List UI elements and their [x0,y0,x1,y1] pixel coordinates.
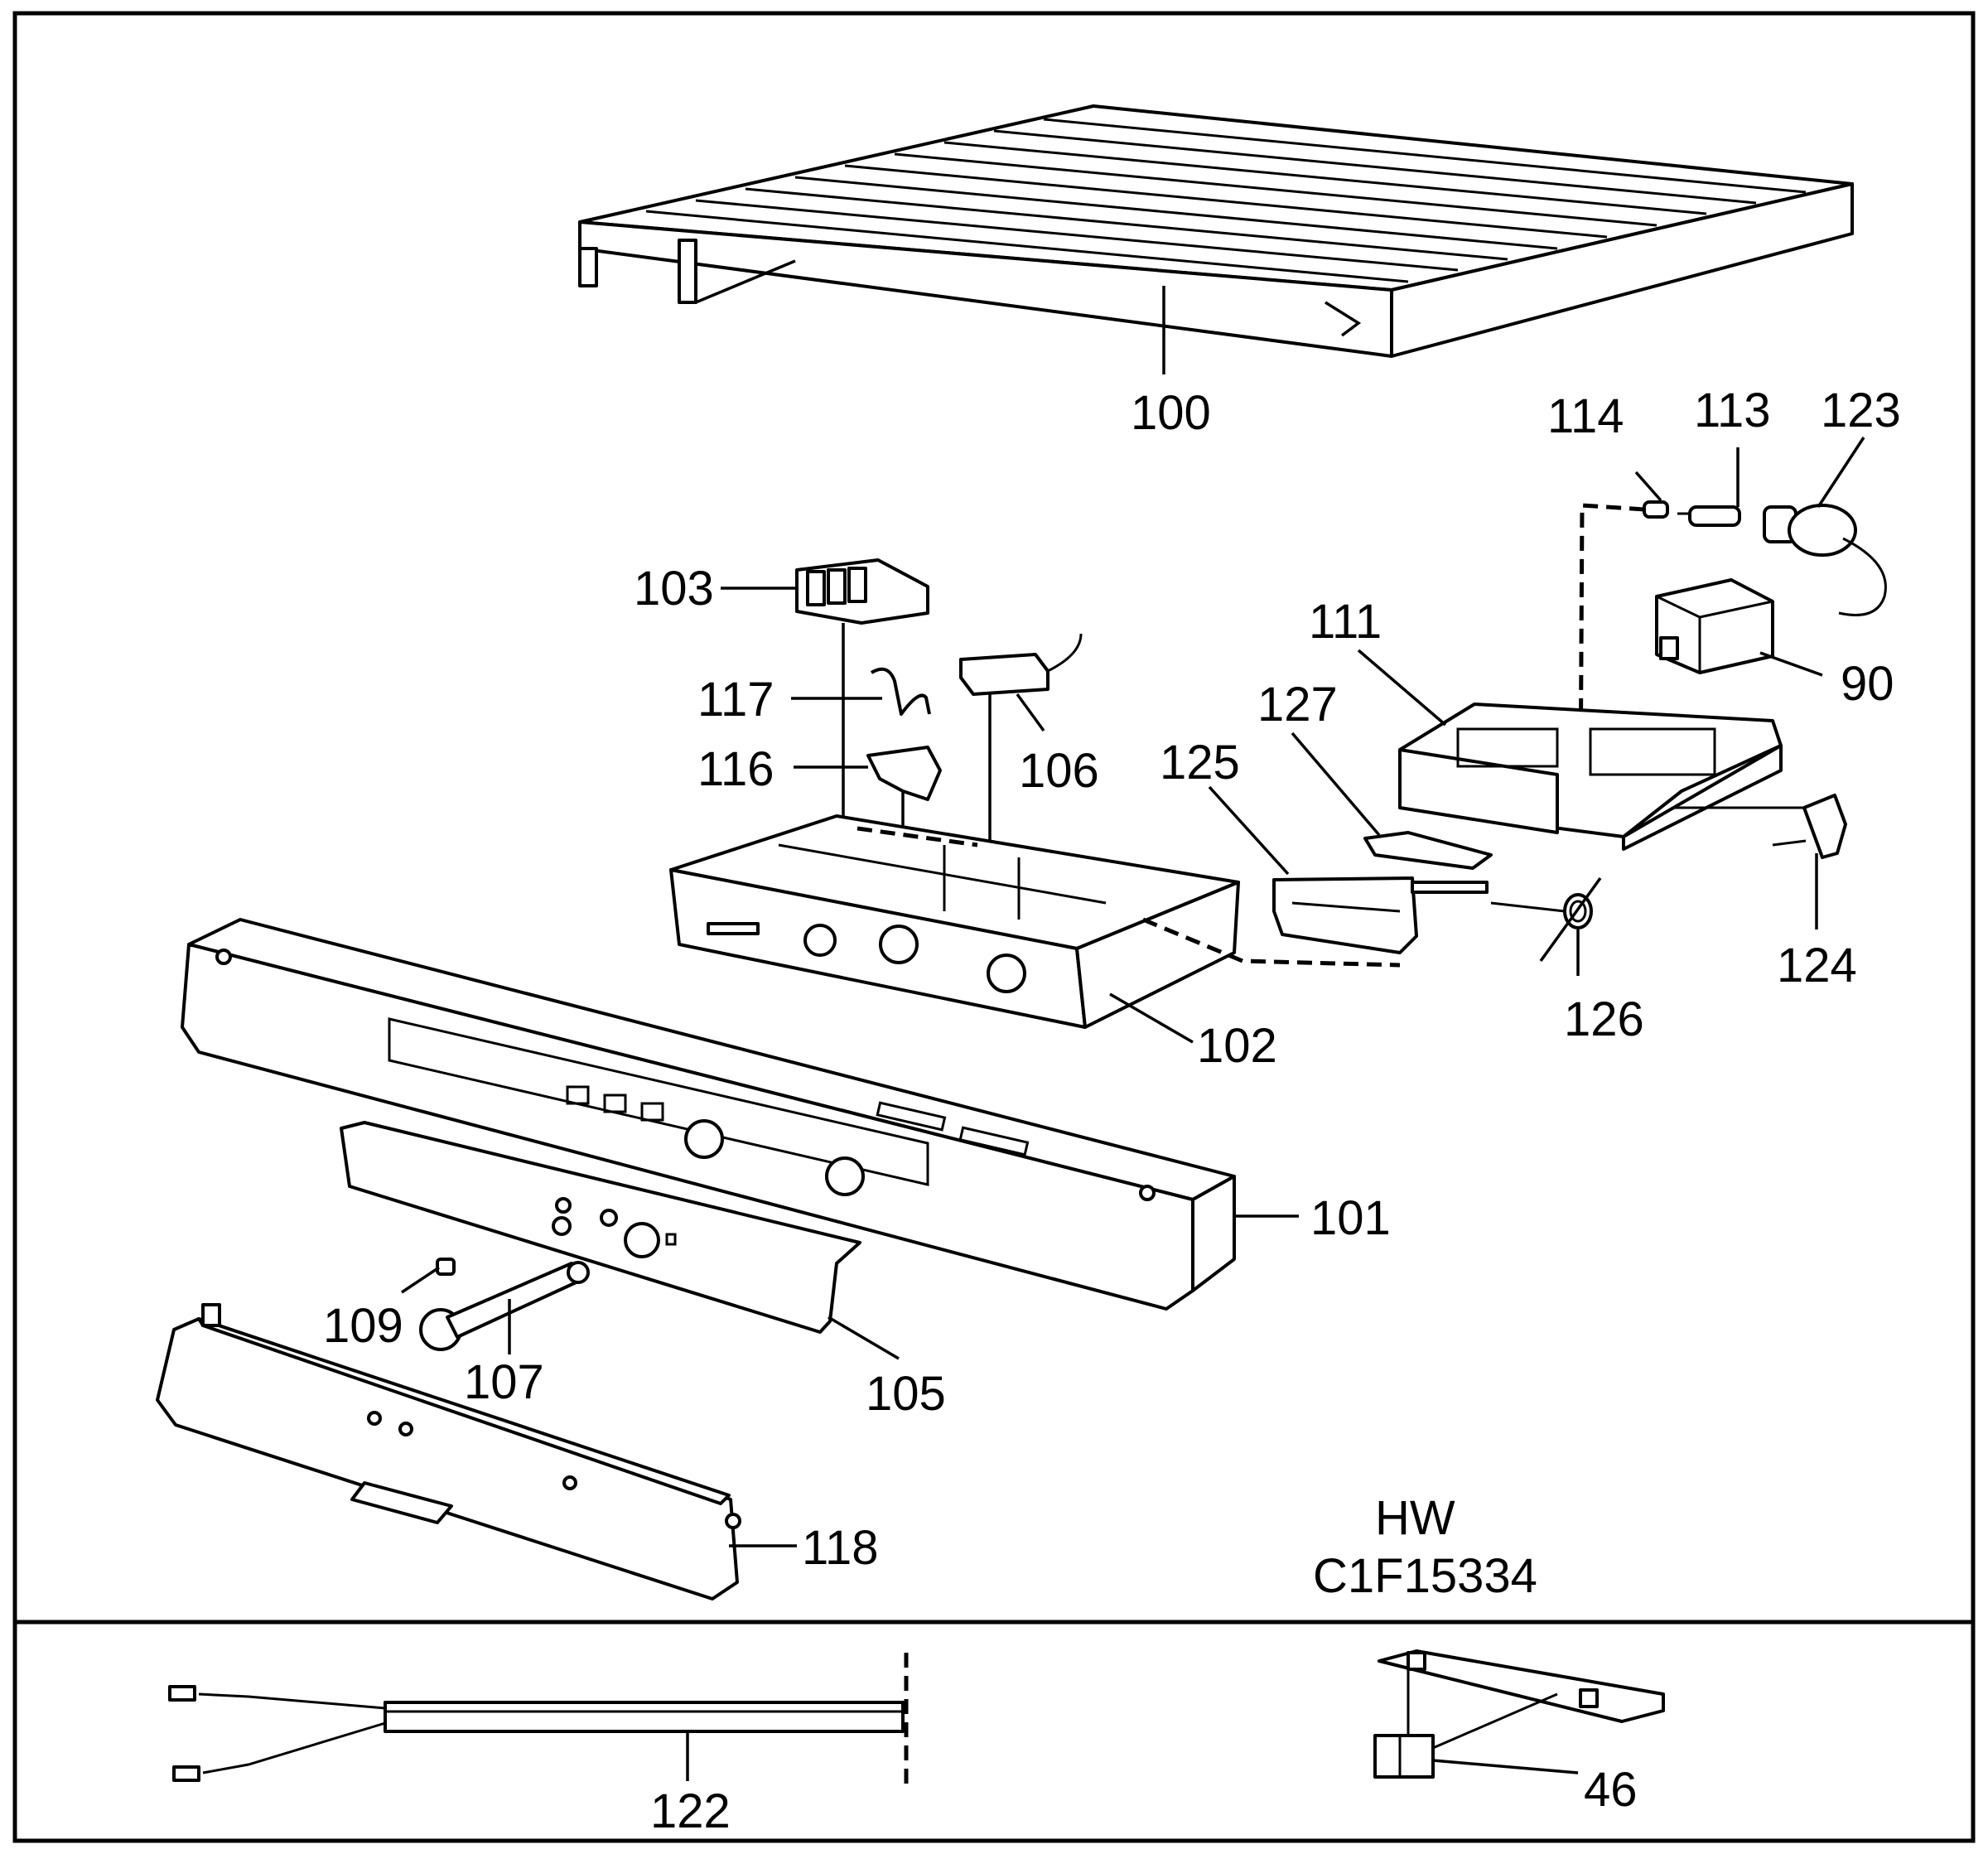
part-102-control-box [669,814,1401,1044]
label-103: 103 [634,562,714,616]
label-118: 118 [802,1521,878,1575]
part-122-wiring-harness [168,1653,909,1785]
part-109-knob-insert [401,1258,456,1294]
caption-line1: HW [1375,1491,1455,1545]
part-105-inlay [340,1121,900,1360]
part-126-spring [1490,876,1602,976]
label-109: 109 [323,1299,403,1353]
label-114: 114 [1547,389,1624,443]
part-107-knob-spindle [419,1261,590,1354]
part-101-front-panel [181,918,1299,1311]
part-100-shelf [578,104,1854,374]
label-125: 125 [1160,736,1240,789]
label-113: 113 [1694,384,1770,437]
label-106: 106 [1019,744,1099,798]
label-124: 124 [1777,939,1857,992]
part-118-cover-strip [156,1303,797,1601]
label-90: 90 [1841,657,1894,711]
label-123: 123 [1821,384,1901,437]
label-116: 116 [697,742,774,796]
label-101: 101 [1310,1191,1391,1245]
part-123-lamp-cover [1763,437,1887,616]
part-103-terminal-block [721,558,929,891]
label-107: 107 [464,1355,544,1409]
part-46-mounting-bracket [1373,1649,1665,1779]
label-100: 100 [1131,386,1211,440]
part-90-transformer [1655,578,1823,677]
part-125-handle [1208,785,1489,954]
part-114-lamp [1578,471,1669,796]
label-105: 105 [866,1367,946,1421]
label-126: 126 [1564,992,1644,1046]
label-102: 102 [1197,1019,1277,1073]
part-111-tray [1357,649,1783,851]
label-127: 127 [1257,678,1338,731]
part-106-switch [959,633,1083,862]
lower-panel-frame [12,1620,1976,1843]
label-111: 111 [1309,595,1382,649]
label-117: 117 [697,673,774,727]
part-113-bulb-holder [1677,447,1741,527]
label-46: 46 [1584,1763,1638,1817]
part-117-clip [791,667,931,716]
part-127-latch-plate [1291,731,1493,870]
part-124-bracket [1673,794,1847,929]
label-122: 122 [650,1784,731,1838]
caption-line2: C1F15334 [1313,1549,1537,1603]
